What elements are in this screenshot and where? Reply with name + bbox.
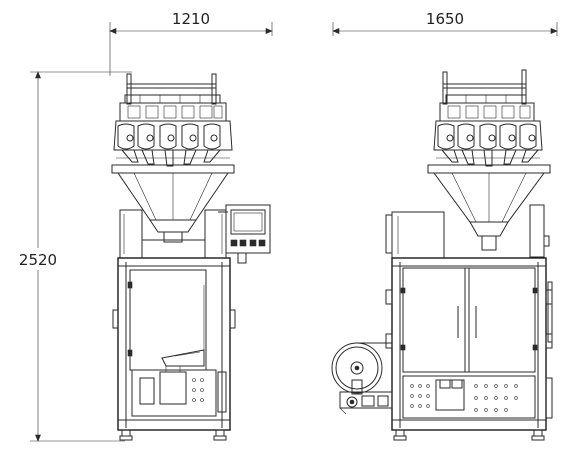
front-upper-frame	[385, 204, 550, 259]
side-view	[111, 73, 271, 441]
side-feed-hoppers	[119, 102, 227, 122]
side-cabinet	[112, 257, 236, 431]
dimension-label-side-width: 1210	[172, 10, 210, 28]
dimension-height: 2520	[14, 71, 132, 442]
front-view	[331, 69, 553, 441]
dimension-label-front-width: 1650	[426, 10, 464, 28]
front-feed-hoppers	[439, 102, 535, 122]
front-top-frame	[442, 69, 527, 105]
side-weigh-buckets	[113, 120, 233, 167]
front-weigh-buckets	[433, 120, 543, 167]
side-feet	[119, 429, 227, 441]
side-top-frame	[124, 73, 221, 105]
dimension-front-width: 1650	[332, 10, 558, 36]
dimension-side-width: 1210	[109, 10, 273, 76]
side-discharge-chute	[111, 164, 235, 243]
front-feet	[393, 429, 545, 441]
side-control-panel	[218, 204, 271, 264]
front-cabinet	[385, 257, 553, 431]
front-film-roll	[331, 342, 393, 415]
front-discharge-chute	[427, 164, 551, 251]
dimension-label-height: 2520	[19, 251, 57, 269]
